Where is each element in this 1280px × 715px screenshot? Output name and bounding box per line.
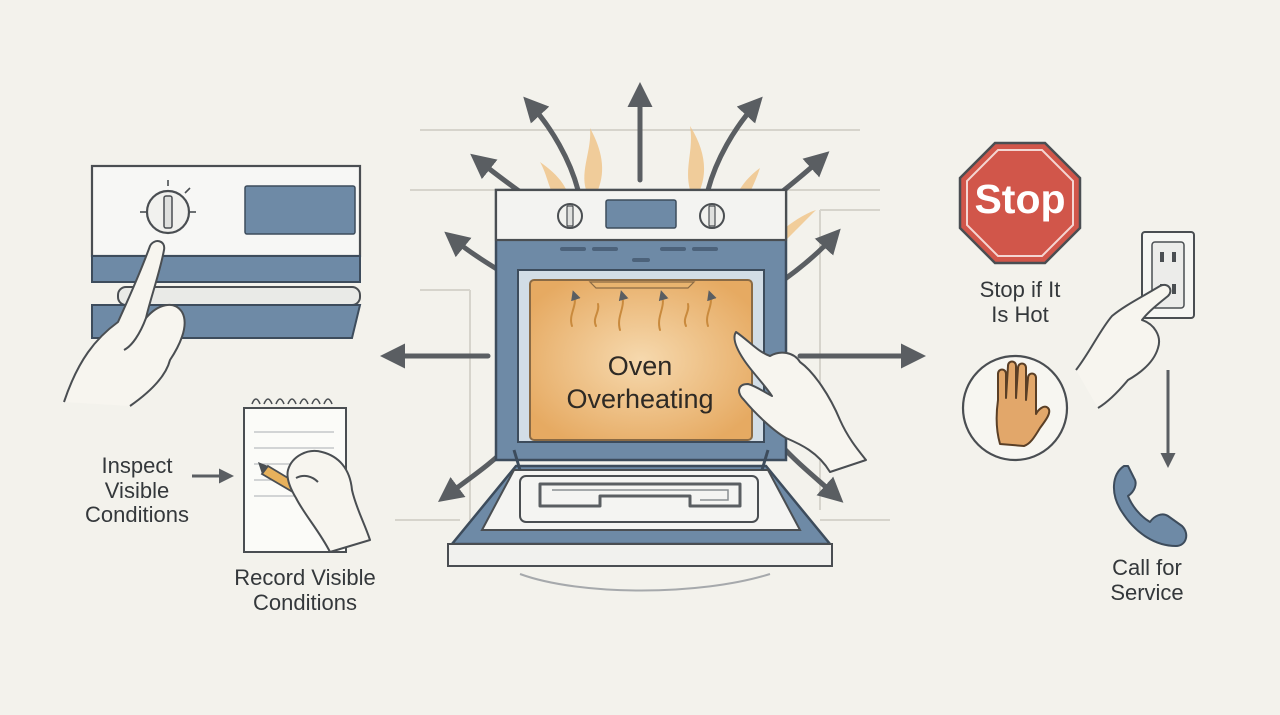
hand-pointing-outlet — [1075, 284, 1172, 409]
phone-icon — [1113, 465, 1188, 547]
record-label-line1: Record Visible — [234, 565, 376, 590]
inspect-label-line1: Inspect — [101, 453, 173, 478]
center-label: Oven Overheating — [540, 350, 740, 416]
inspect-label: Inspect Visible Conditions — [72, 453, 202, 528]
stop-hot-label-line2: Is Hot — [991, 301, 1049, 327]
stop-hot-label-line1: Stop if It — [979, 277, 1061, 302]
hand-stop-icon — [961, 354, 1069, 462]
call-label-line1: Call for — [1112, 555, 1182, 580]
inspect-label-line3: Conditions — [85, 502, 189, 528]
record-label: Record Visible Conditions — [222, 565, 388, 615]
hand-writing — [286, 450, 371, 553]
center-label-line2: Overheating — [566, 383, 714, 414]
center-label-line1: Oven — [607, 351, 673, 381]
heat-arrow-icon — [705, 96, 763, 193]
stop-sign-text: Stop — [974, 176, 1066, 222]
heat-arrow-icon — [523, 96, 581, 193]
stop-sign-icon — [958, 141, 1082, 265]
inspect-label-line2: Visible — [104, 477, 170, 503]
call-label-line2: Service — [1110, 579, 1184, 605]
hand-on-oven — [733, 331, 867, 473]
record-label-line2: Conditions — [253, 589, 357, 615]
control-panel-icon — [90, 164, 362, 339]
hand-pressing-knob — [63, 240, 186, 407]
stop-hot-label: Stop if It Is Hot — [950, 277, 1090, 327]
call-label: Call for Service — [1090, 555, 1204, 605]
